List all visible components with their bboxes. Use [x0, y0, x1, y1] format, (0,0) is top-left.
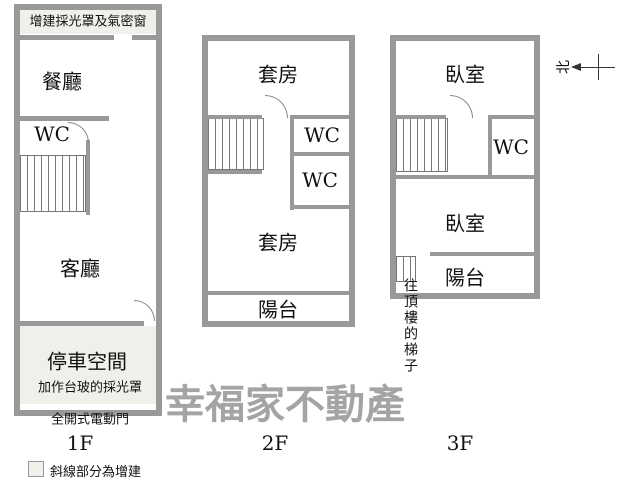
floor-label-1f: 1F: [66, 431, 94, 455]
stairs: [396, 118, 448, 172]
stairs: [20, 155, 86, 212]
north-arrow-icon: [575, 67, 615, 68]
wall: [290, 115, 355, 119]
addition-area: [20, 10, 156, 34]
stairs: [208, 118, 264, 170]
roof-stairs: [396, 256, 416, 282]
floor-label-3f: 3F: [446, 431, 474, 455]
suite-label: 套房: [258, 230, 298, 255]
wall: [390, 175, 540, 179]
arrowhead-icon: [571, 63, 581, 71]
wall: [14, 116, 109, 121]
parking-area: [20, 326, 156, 404]
wall: [14, 321, 144, 326]
parking-label: 停車空間: [47, 349, 127, 374]
bedroom-label: 臥室: [445, 211, 485, 236]
balcony-label: 陽台: [258, 297, 298, 322]
wall: [390, 115, 446, 119]
wall: [430, 252, 540, 256]
wall: [290, 115, 294, 210]
wc-label: WC: [493, 135, 529, 159]
outer-wall: [202, 35, 355, 327]
wc-label: WC: [304, 123, 340, 147]
wall: [488, 115, 492, 178]
roof-stairs-label: 往頂樓的梯子: [402, 278, 418, 374]
outer-wall: [14, 4, 162, 416]
north-label: 北: [556, 60, 572, 74]
legend-text: 斜線部分為增建: [50, 465, 142, 480]
suite-label: 套房: [258, 62, 298, 87]
dining-label: 餐廳: [42, 69, 82, 94]
living-label: 客廳: [60, 256, 100, 281]
legend-swatch: [28, 461, 44, 477]
wall: [202, 170, 262, 174]
parking-note: 加作台玻的採光罩: [37, 380, 143, 396]
wall: [290, 152, 355, 156]
addition-label: 增建採光罩及氣密窗: [29, 14, 147, 30]
watermark: 幸福家不動產: [165, 382, 405, 428]
wall: [86, 140, 90, 215]
bedroom-label: 臥室: [445, 62, 485, 87]
compass-cross: [598, 54, 599, 80]
outer-wall: [390, 35, 540, 299]
wall: [202, 291, 355, 295]
wall: [488, 115, 540, 119]
wall: [132, 35, 162, 40]
wall: [202, 115, 262, 119]
wc-label: WC: [34, 122, 70, 146]
wall: [14, 35, 114, 40]
balcony-label: 陽台: [445, 265, 485, 290]
wc-label: WC: [302, 168, 338, 192]
floor-label-2f: 2F: [261, 431, 289, 455]
door-note: 全開式電動門: [50, 412, 130, 428]
wall: [290, 205, 355, 209]
